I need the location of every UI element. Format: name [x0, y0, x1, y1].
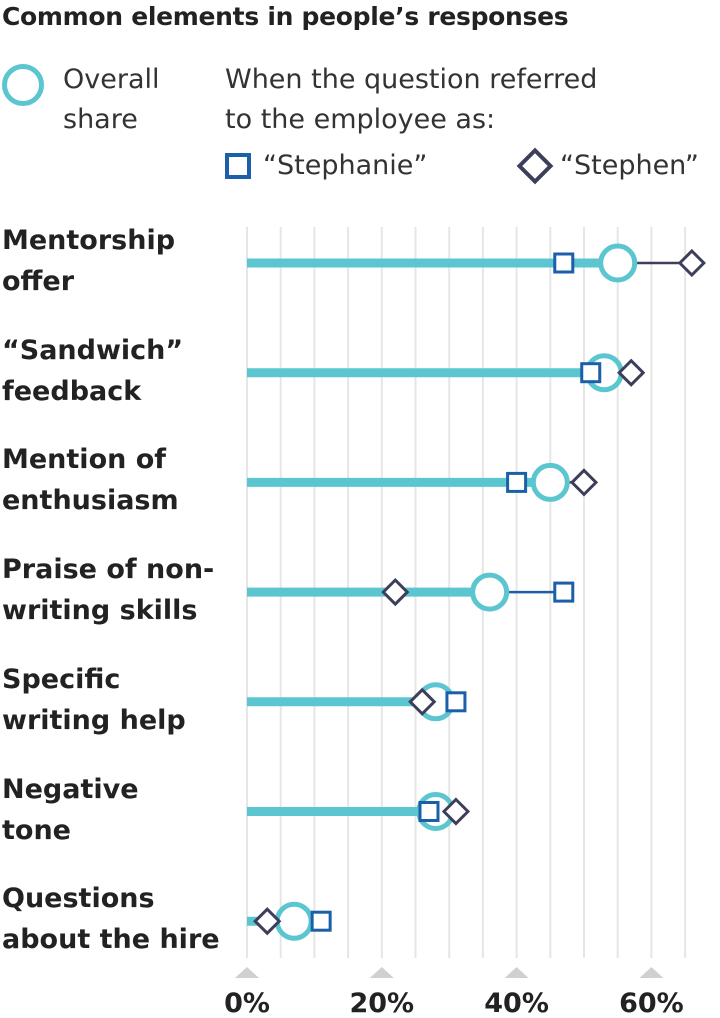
stephanie-marker: [506, 471, 528, 493]
legend-when-line1: When the question referred: [225, 64, 598, 95]
x-tick-label: 0%: [224, 988, 270, 1018]
category-label-line: Praise of non-: [2, 554, 215, 586]
overall-marker: [274, 901, 314, 941]
stephen-marker: [441, 797, 471, 826]
stephen-marker: [253, 907, 282, 936]
category-label-line: tone: [2, 814, 71, 846]
x-tick-label: 60%: [619, 988, 684, 1018]
category-label-line: writing skills: [2, 595, 198, 627]
stephanie-marker: [310, 910, 332, 932]
tick-marker: [639, 967, 664, 978]
square-icon: [225, 152, 251, 179]
category-label: “Sandwich” feedback: [2, 330, 242, 412]
category-label-line: “Sandwich”: [2, 334, 184, 366]
stephanie-marker: [580, 362, 602, 384]
legend-stephen: “Stephen”: [516, 147, 699, 184]
stephanie-marker: [445, 691, 467, 713]
category-label: Questions about the hire: [2, 878, 242, 960]
category-label: Praise of non-writing skills: [2, 549, 242, 631]
legend-overall-line2: share: [63, 104, 138, 135]
legend-when: When the question referred to the employ…: [225, 60, 705, 140]
stephen-marker: [408, 687, 437, 716]
stephen-marker: [617, 358, 646, 387]
stephanie-marker: [418, 801, 440, 822]
stephen-marker: [569, 468, 599, 497]
category-label-line: Mention of: [2, 444, 167, 476]
category-label-line: about the hire: [2, 924, 220, 956]
overall-marker: [598, 243, 638, 283]
legend-overall-line1: Overall: [63, 64, 160, 95]
stephen-marker: [381, 577, 410, 607]
stephanie-marker: [553, 252, 575, 274]
tick-marker: [235, 967, 259, 978]
stephen-marker: [677, 248, 706, 278]
category-label-line: enthusiasm: [2, 485, 179, 517]
legend-stephanie-label: “Stephanie”: [263, 150, 428, 181]
overall-marker: [470, 572, 510, 612]
category-label: Mention of enthusiasm: [2, 439, 242, 521]
legend-stephanie: “Stephanie”: [225, 150, 427, 181]
category-label-line: writing help: [2, 704, 186, 736]
stephanie-marker: [553, 581, 575, 603]
tick-marker: [504, 967, 529, 978]
tick-marker: [369, 967, 394, 978]
category-label-line: Specific: [2, 663, 121, 695]
chart-title: Common elements in people’s responses: [2, 2, 569, 31]
overall-marker: [530, 462, 570, 502]
category-label: Specific writing help: [2, 659, 242, 741]
category-label-line: offer: [2, 266, 75, 297]
category-label-line: Negative: [2, 773, 139, 805]
legend-stephen-label: “Stephen”: [560, 150, 699, 181]
circle-icon: [2, 64, 44, 106]
x-tick-label: 40%: [484, 988, 549, 1018]
legend-when-line2: to the employee as:: [225, 104, 496, 135]
x-tick-label: 20%: [349, 988, 414, 1018]
category-label: Negative tone: [2, 769, 242, 851]
category-label-line: feedback: [2, 375, 142, 407]
category-label-line: Questions: [2, 883, 155, 915]
category-label: Mentorship offer: [2, 220, 242, 302]
category-label-line: Mentorship: [2, 225, 176, 256]
